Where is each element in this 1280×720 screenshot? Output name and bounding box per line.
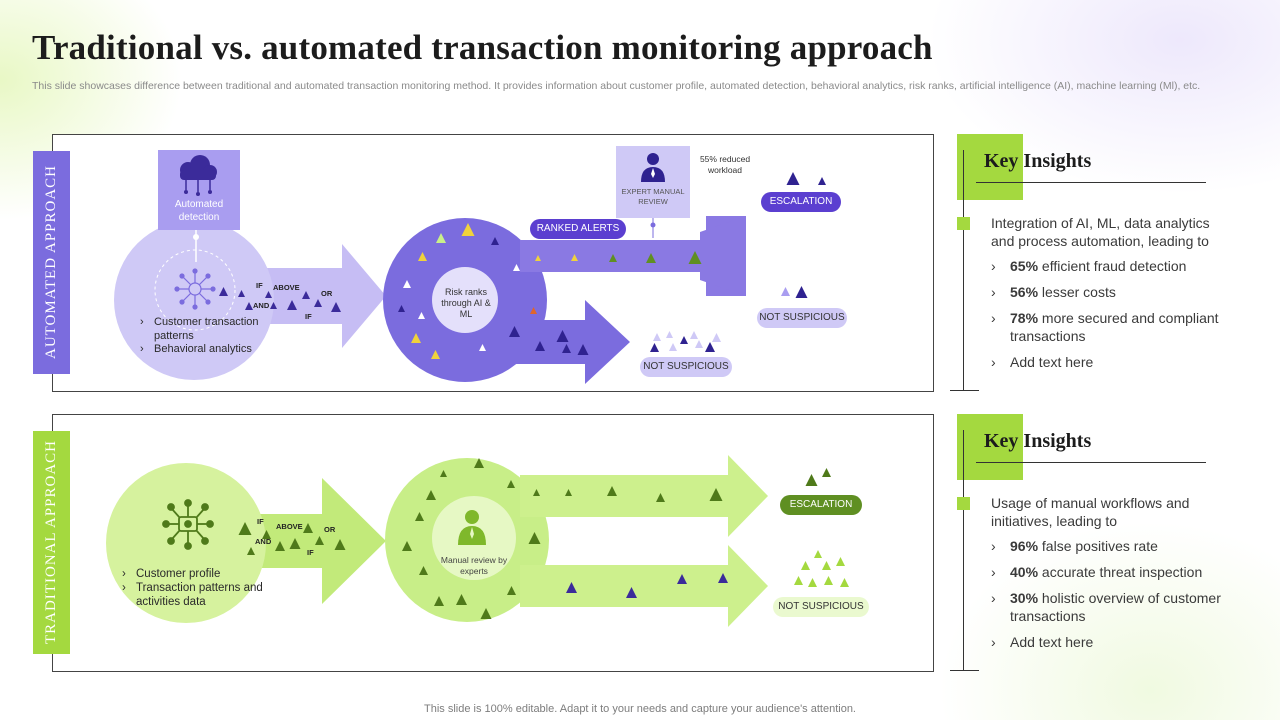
automated-not-suspicious-right: NOT SUSPICIOUS [757, 308, 847, 328]
insight-value: 96% [1010, 538, 1039, 554]
auto-logic-or: OR [321, 289, 333, 298]
insights-trad-tick [950, 670, 979, 671]
automated-input-dashed-ring [154, 249, 236, 331]
automated-not-suspicious-bottom: NOT SUSPICIOUS [640, 357, 732, 377]
insights-trad-item: ›Add text here [991, 634, 1094, 650]
person-icon [458, 510, 486, 545]
insights-auto-item: ›78% more secured and compliant transact… [991, 310, 1219, 344]
reduced-workload-text: 55% reduced workload [699, 154, 751, 175]
traditional-not-suspicious: NOT SUSPICIOUS [773, 597, 869, 617]
traditional-bullet-list: ›Customer profile ›Transaction patterns … [122, 567, 272, 609]
automated-bullet-list: ›Customer transaction patterns ›Behavior… [140, 316, 270, 357]
insights-trad-marker [957, 497, 970, 510]
traditional-review-text: Manual review by experts [440, 555, 508, 576]
detection-connector-dot [193, 234, 199, 240]
automated-upper-arrow [520, 216, 746, 296]
insights-auto-rule [976, 182, 1206, 183]
insights-auto-list: ›65% efficient fraud detection ›56% less… [991, 257, 1251, 379]
automated-upper-arrow-tip [700, 216, 746, 296]
insight-value: 78% [1010, 310, 1039, 326]
auto-logic-if-2: IF [305, 312, 312, 321]
insight-text: false positives rate [1041, 538, 1158, 554]
insights-trad-rule [976, 462, 1206, 463]
automated-bullet-2: Behavioral analytics [154, 343, 252, 355]
automated-risk-text: Risk ranks through AI & ML [441, 287, 491, 319]
person-icon [641, 153, 665, 182]
insights-auto-vline [963, 150, 964, 390]
cloud-network-icon [180, 155, 217, 196]
trad-logic-or: OR [324, 525, 336, 534]
trad-logic-above: ABOVE [276, 522, 303, 531]
page-subtitle: This slide showcases difference between … [32, 80, 1201, 92]
traditional-upper-arrow [520, 455, 768, 537]
insight-text: lesser costs [1041, 284, 1116, 300]
expert-review-label: EXPERT MANUAL REVIEW [621, 187, 685, 206]
insight-text: Add text here [1010, 354, 1094, 370]
insights-auto-accent [957, 134, 1023, 200]
trad-logic-if-2: IF [307, 548, 314, 557]
insight-text: efficient fraud detection [1041, 258, 1187, 274]
insight-value: 30% [1010, 590, 1039, 606]
auto-logic-and: AND [253, 301, 270, 310]
insights-auto-title: Key Insights [984, 150, 1092, 172]
insights-auto-marker [957, 217, 970, 230]
insights-auto-item: ›Add text here [991, 354, 1094, 370]
network-hub-icon [162, 499, 214, 550]
auto-logic-if-1: IF [256, 281, 263, 290]
automated-flow [114, 146, 826, 384]
traditional-bullet-2: Transaction patterns and activities data [136, 582, 263, 608]
insights-trad-vline [963, 430, 964, 670]
expert-connector-dot [650, 222, 656, 228]
insight-text: holistic overview of customer transactio… [1010, 590, 1221, 624]
traditional-flow [106, 455, 849, 627]
ranked-alerts-badge: RANKED ALERTS [530, 219, 626, 239]
insight-text: accurate threat inspection [1041, 564, 1203, 580]
insights-auto-item: ›65% efficient fraud detection [991, 258, 1187, 274]
automated-lower-arrow [510, 300, 630, 384]
insight-text: more secured and compliant transactions [1010, 310, 1219, 344]
trad-logic-and: AND [255, 537, 272, 546]
automated-risk-inner [432, 267, 498, 333]
automated-approach-label: AUTOMATED APPROACH [33, 151, 70, 374]
automated-input-circle [114, 220, 274, 380]
insights-trad-intro: Usage of manual workflows and initiative… [991, 495, 1190, 529]
footer-note: This slide is 100% editable. Adapt it to… [424, 703, 856, 715]
traditional-escalation-badge: ESCALATION [780, 495, 862, 515]
insight-text: Add text here [1010, 634, 1094, 650]
insight-value: 40% [1010, 564, 1039, 580]
insight-value: 65% [1010, 258, 1039, 274]
automated-bullet-1: Customer transaction patterns [154, 316, 259, 342]
traditional-approach-label: TRADITIONAL APPROACH [33, 431, 70, 654]
insights-auto-intro: Integration of AI, ML, data analytics an… [991, 215, 1210, 249]
traditional-lower-arrow [520, 545, 768, 627]
insights-trad-accent [957, 414, 1023, 480]
automated-escalation-badge: ESCALATION [761, 192, 841, 212]
insights-trad-list: ›96% false positives rate ›40% accurate … [991, 537, 1251, 659]
auto-logic-above: ABOVE [273, 283, 300, 292]
traditional-input-arrow [210, 478, 386, 604]
traditional-bullet-1: Customer profile [136, 568, 221, 580]
insights-trad-item: ›30% holistic overview of customer trans… [991, 590, 1221, 624]
insight-value: 56% [1010, 284, 1039, 300]
insights-auto-item: ›56% lesser costs [991, 284, 1116, 300]
insights-auto-tick [950, 390, 979, 391]
insights-trad-item: ›40% accurate threat inspection [991, 564, 1203, 580]
insights-trad-title: Key Insights [984, 430, 1092, 452]
insights-trad-item: ›96% false positives rate [991, 538, 1158, 554]
page-title: Traditional vs. automated transaction mo… [32, 28, 933, 67]
automated-detection-label: Automated detection [174, 199, 224, 223]
network-hub-icon [174, 268, 216, 310]
trad-logic-if-1: IF [257, 517, 264, 526]
